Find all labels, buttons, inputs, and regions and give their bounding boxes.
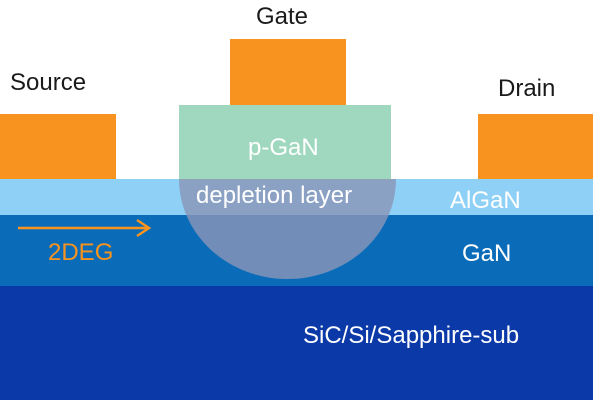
p-gan-label: p-GaN [248,134,319,161]
gan-label: GaN [462,240,512,267]
drain-label: Drain [498,75,556,102]
p-gan-block [179,105,391,181]
gate-label: Gate [256,3,309,30]
twodeg-arrow-head [136,218,152,238]
depletion-region [179,179,396,279]
drain-contact [478,114,593,179]
algan-label: AlGaN [450,187,521,214]
gate-contact [230,39,346,105]
twodeg-label: 2DEG [48,239,114,266]
substrate-layer [0,286,593,400]
source-contact [0,114,116,179]
source-label: Source [10,69,87,96]
depletion-layer-label: depletion layer [196,182,353,209]
substrate-label: SiC/Si/Sapphire-sub [303,322,520,349]
